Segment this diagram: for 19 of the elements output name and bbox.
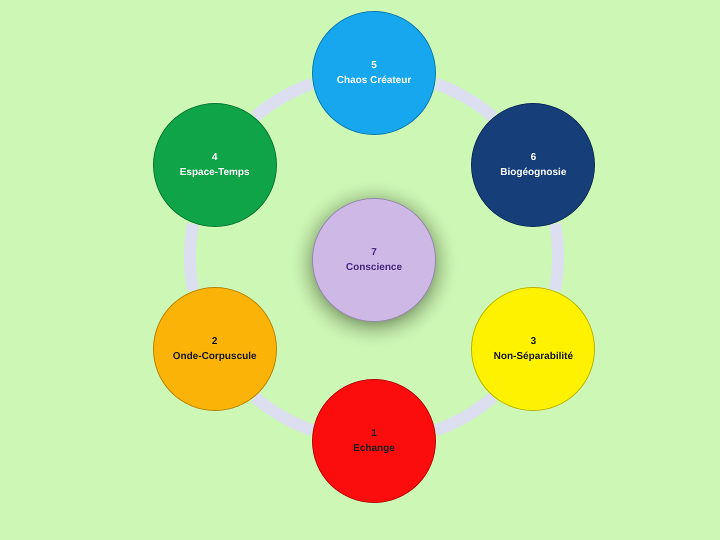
node-number: 1 bbox=[371, 427, 377, 441]
node-label: Conscience bbox=[346, 261, 402, 275]
ring-connector bbox=[250, 392, 316, 436]
ring-connector bbox=[432, 392, 498, 436]
node-label: Espace-Temps bbox=[180, 166, 250, 180]
node-number: 2 bbox=[212, 335, 218, 349]
node-number: 7 bbox=[371, 246, 377, 260]
node-number: 4 bbox=[212, 151, 218, 165]
node-label: Non-Séparabilité bbox=[494, 350, 574, 364]
node-number: 6 bbox=[530, 151, 536, 165]
node-number: 3 bbox=[530, 335, 536, 349]
node-label: Onde-Corpuscule bbox=[172, 350, 257, 364]
node-label: Chaos Créateur bbox=[336, 74, 412, 88]
node-number: 5 bbox=[371, 59, 377, 73]
ring-connector bbox=[184, 221, 199, 293]
node-label: Echange bbox=[353, 442, 395, 456]
node-label: Biogéognosie bbox=[500, 166, 566, 180]
ring-connector bbox=[250, 78, 316, 122]
ring-connector bbox=[432, 78, 498, 122]
